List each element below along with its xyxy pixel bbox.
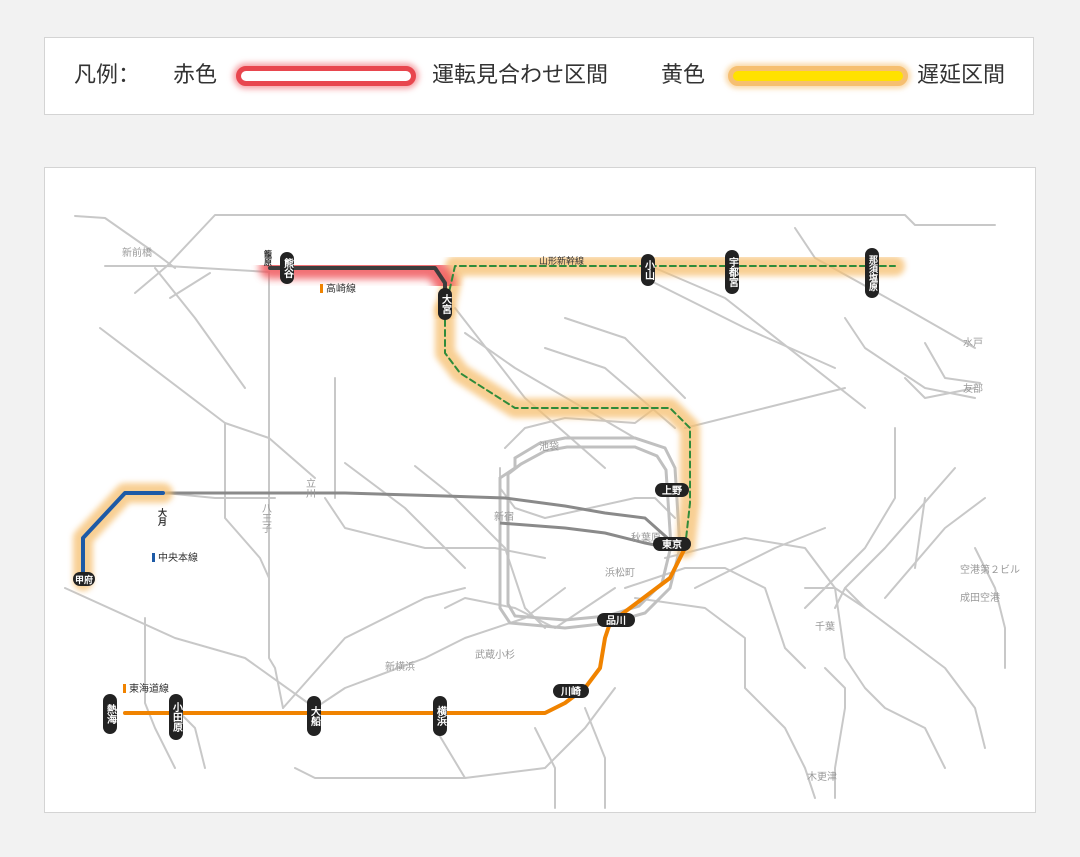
- tokaido-marker: [123, 684, 126, 693]
- station-atami: 熱海: [103, 694, 117, 734]
- legend-yellow-meaning: 遅延区間: [917, 63, 1006, 88]
- legend-yellow-name: 黄色: [661, 63, 706, 88]
- legend-red-name: 赤色: [173, 63, 218, 88]
- svg-text:大月: 大月: [156, 507, 168, 527]
- label-tachikawa: 立川: [304, 477, 316, 498]
- svg-text:小田原: 小田原: [171, 701, 184, 733]
- svg-text:横浜: 横浜: [435, 705, 447, 727]
- svg-text:東京: 東京: [662, 538, 682, 551]
- delay-halos: [73, 256, 905, 591]
- label-akihabara: 秋葉原: [631, 531, 661, 544]
- chuo-marker: [152, 553, 155, 562]
- takasaki-marker: [320, 284, 323, 293]
- station-kagohara: 籠原: [264, 249, 273, 267]
- legend-red-swatch: [236, 66, 416, 86]
- label-shinjuku: 新宿: [494, 510, 514, 523]
- label-mito: 水戸: [963, 337, 983, 349]
- svg-text:籠原: 籠原: [264, 249, 273, 267]
- label-kisarazu: 木更津: [807, 771, 837, 783]
- label-hachioji: 八王子: [260, 503, 272, 533]
- svg-text:大宮: 大宮: [440, 293, 452, 315]
- label-narita-airport: 成田空港: [960, 591, 1000, 604]
- label-tokaido-line: 東海道線: [129, 682, 169, 695]
- station-ofuna: 大船: [307, 696, 321, 736]
- station-nasushiobara: 那須塩原: [865, 248, 879, 298]
- chuo-rapid-dark: [165, 491, 674, 550]
- label-ikebukuro: 池袋: [539, 440, 559, 453]
- svg-text:小山: 小山: [643, 259, 656, 281]
- svg-text:大船: 大船: [309, 705, 321, 727]
- svg-text:甲府: 甲府: [75, 574, 93, 586]
- station-kawasaki: 川崎: [553, 684, 589, 698]
- label-hamamatsucho: 浜松町: [605, 566, 635, 579]
- line-labels: 高崎線 山形新幹線 中央本線 東海道線: [123, 255, 584, 695]
- station-shinagawa: 品川: [597, 613, 635, 627]
- station-yokohama: 横浜: [433, 696, 447, 736]
- route-map-svg: 水戸 友部 空港第２ビル 成田空港 新宿 池袋 千葉 新前橋 木更津 秋葉原 浜…: [64, 214, 1020, 809]
- legend-title: 凡例：: [74, 63, 141, 88]
- legend-panel: 凡例： 赤色 運転見合わせ区間 黄色 遅延区間: [44, 37, 1034, 115]
- station-oyama: 小山: [641, 254, 656, 286]
- label-musashikosugi: 武蔵小杉: [475, 648, 515, 661]
- station-kumagaya: 熊谷: [280, 252, 294, 284]
- svg-text:那須塩原: 那須塩原: [867, 255, 879, 292]
- background-network: [64, 214, 1006, 809]
- label-narita-t2: 空港第２ビル: [960, 563, 1020, 576]
- svg-text:熊谷: 熊谷: [282, 257, 294, 279]
- svg-text:川崎: 川崎: [560, 685, 581, 698]
- route-map: 水戸 友部 空港第２ビル 成田空港 新宿 池袋 千葉 新前橋 木更津 秋葉原 浜…: [44, 167, 1036, 813]
- svg-text:上野: 上野: [662, 484, 682, 497]
- route-lines: [81, 265, 896, 715]
- minor-labels: 水戸 友部 空港第２ビル 成田空港 新宿 池袋 千葉 新前橋 木更津 秋葉原 浜…: [122, 246, 1020, 783]
- station-ueno: 上野: [655, 483, 689, 497]
- svg-text:品川: 品川: [606, 615, 626, 627]
- legend-red-meaning: 運転見合わせ区間: [432, 63, 609, 88]
- svg-text:熱海: 熱海: [105, 703, 117, 725]
- station-omiya: 大宮: [438, 288, 452, 320]
- svg-text:宇都宮: 宇都宮: [727, 256, 740, 288]
- label-shinmaebashi: 新前橋: [122, 246, 152, 259]
- legend-yellow-swatch: [728, 66, 908, 86]
- station-kofu: 甲府: [73, 572, 95, 586]
- label-chiba: 千葉: [815, 620, 835, 633]
- label-yamagata-shinkansen: 山形新幹線: [539, 255, 584, 267]
- label-shinyokohama: 新横浜: [385, 660, 415, 673]
- label-tomobe: 友部: [963, 382, 983, 395]
- label-takasaki-line: 高崎線: [326, 282, 356, 295]
- station-otsuki: 大月: [156, 507, 168, 527]
- station-utsunomiya: 宇都宮: [725, 250, 740, 294]
- label-chuo-line: 中央本線: [158, 551, 198, 564]
- station-odawara: 小田原: [169, 694, 184, 740]
- station-pills: 熊谷 大宮 小山 宇都宮 那須塩原 上野 東京 品川 川崎 横浜 大船 小田原 …: [73, 248, 879, 740]
- station-tokyo: 東京: [653, 537, 691, 551]
